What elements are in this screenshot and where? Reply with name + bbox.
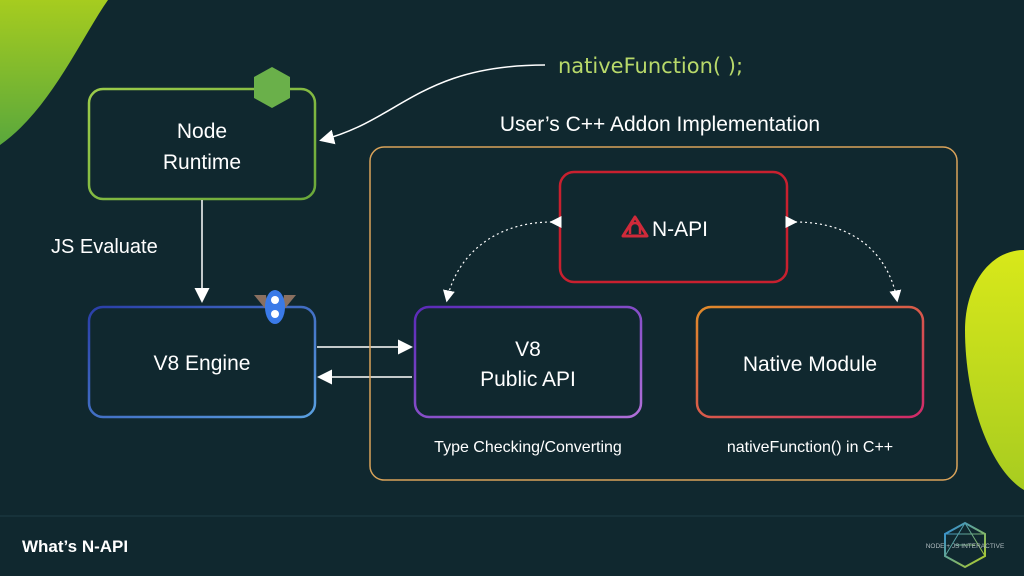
v8-public-api-label-1: V8 [515, 338, 541, 361]
nodejs-hexagon-icon [254, 67, 290, 108]
v8-public-api-label-2: Public API [480, 368, 576, 391]
node-runtime-label-1: Node [177, 120, 227, 143]
footer-title: What’s N-API [22, 537, 128, 556]
native-module-label: Native Module [743, 353, 877, 376]
call-arrow [319, 64, 546, 145]
v8-logo-icon [254, 290, 296, 324]
corner-decoration [0, 0, 108, 145]
native-module-caption: nativeFunction() in C++ [727, 439, 893, 456]
addon-title: User’s C++ Addon Implementation [500, 113, 820, 136]
right-decoration [965, 250, 1024, 490]
napi-public-api-arrow [443, 215, 562, 303]
napi-logo-icon [621, 215, 649, 238]
node-runtime-box [87, 87, 317, 201]
native-function-call-label: nativeFunction( ); [558, 54, 743, 78]
v8-engine-label: V8 Engine [154, 352, 251, 375]
v8-engine-box [87, 305, 317, 419]
native-module-box [695, 305, 925, 419]
logo-text: NODE + JS INTERACTIVE [926, 543, 1005, 550]
v8-public-api-box [413, 305, 643, 419]
addon-container [369, 146, 958, 481]
js-evaluate-label: JS Evaluate [51, 236, 158, 258]
v8-public-api-caption: Type Checking/Converting [434, 439, 622, 456]
napi-label: N-API [652, 218, 708, 241]
napi-native-module-arrow [785, 215, 902, 303]
node-js-interactive-logo: NODE + JS INTERACTIVE [926, 521, 1005, 569]
node-runtime-label-2: Runtime [163, 151, 241, 174]
